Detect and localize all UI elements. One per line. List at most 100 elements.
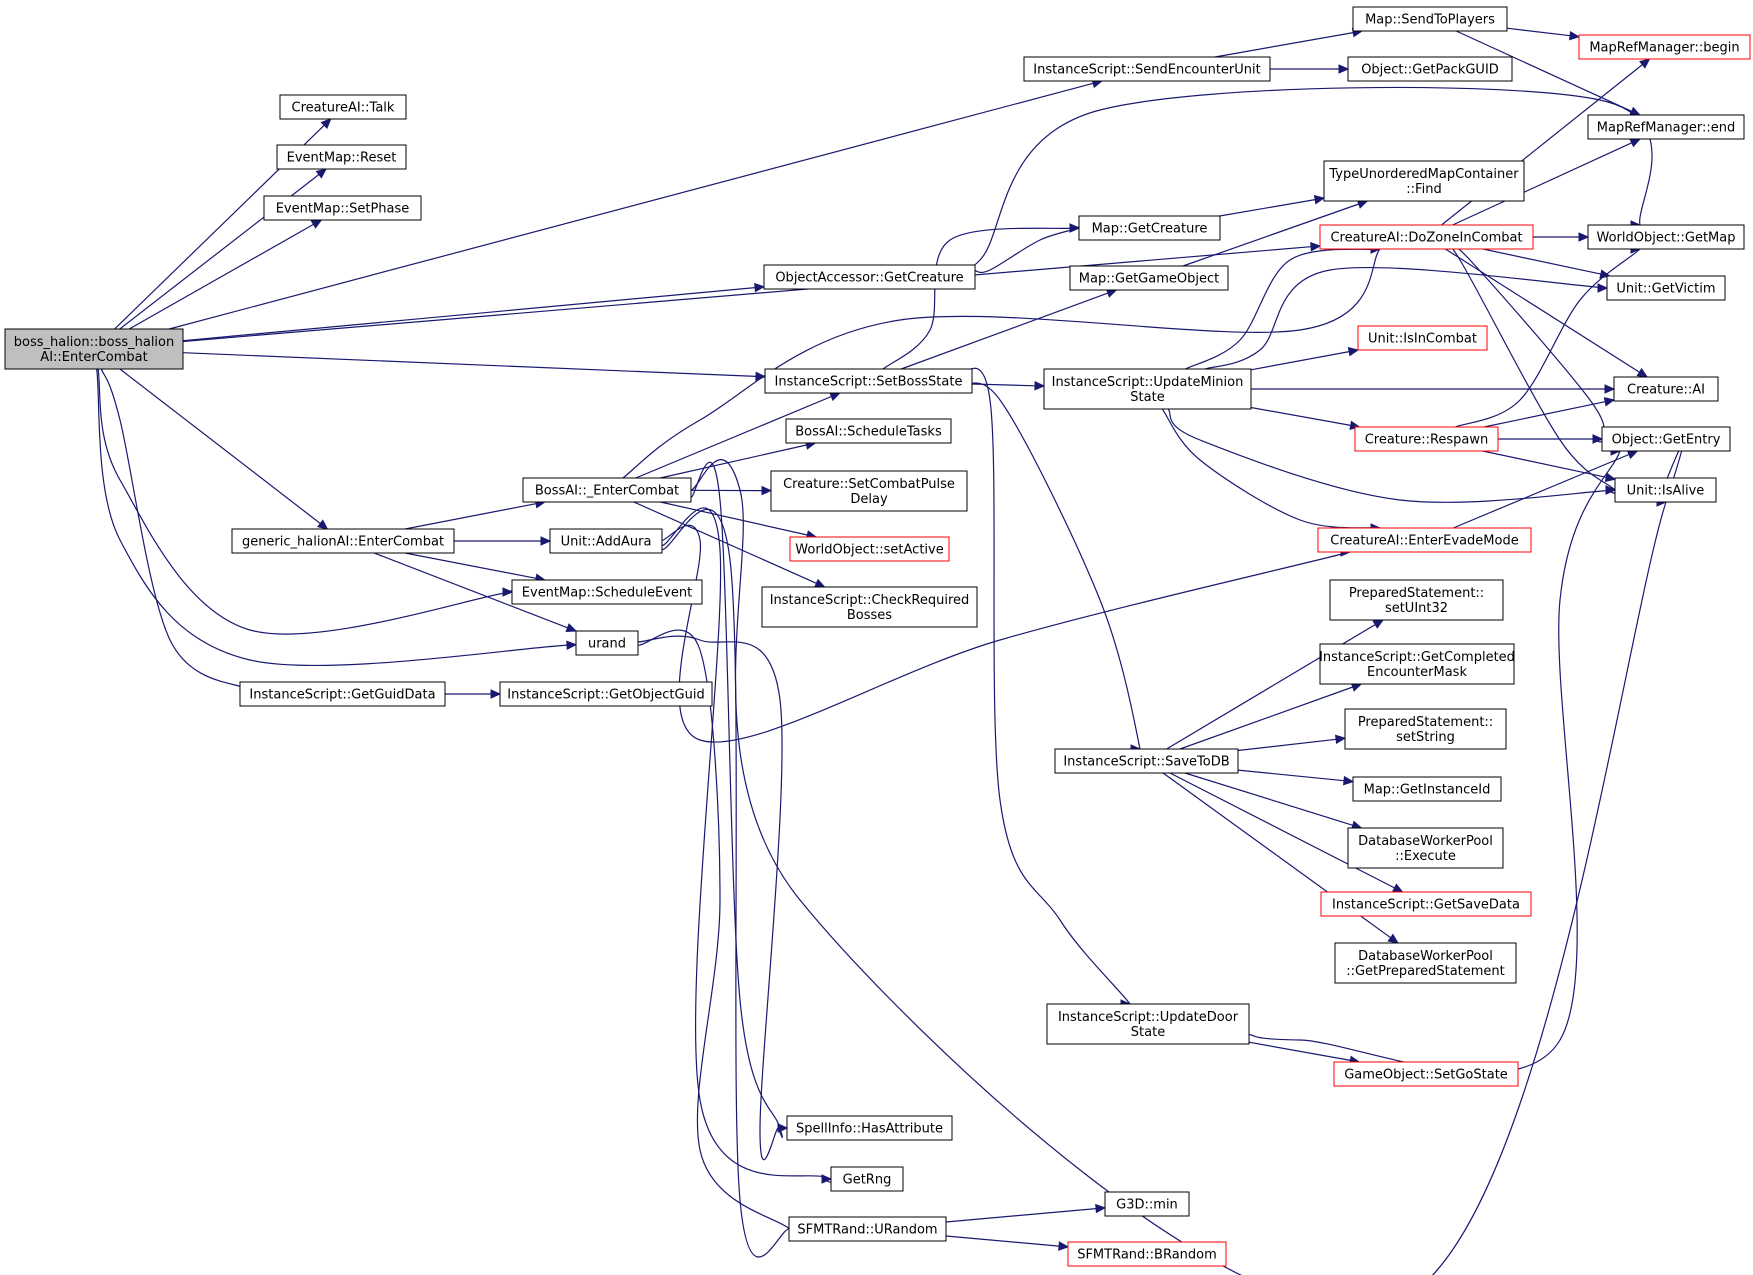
node-urandom[interactable]: SFMTRand::URandom	[788, 1216, 947, 1242]
node-box	[761, 586, 978, 628]
node-wo_getmap[interactable]: WorldObject::GetMap	[1587, 224, 1745, 250]
node-box	[1023, 56, 1271, 82]
node-root[interactable]: boss_halion::boss_halionAI::EnterCombat	[4, 328, 184, 370]
node-isincombat[interactable]: Unit::IsInCombat	[1357, 325, 1488, 351]
node-getcompleted[interactable]: InstanceScript::GetCompletedEncounterMas…	[1319, 643, 1515, 685]
node-setphase[interactable]: EventMap::SetPhase	[263, 195, 422, 221]
node-label: SFMTRand::URandom	[797, 1223, 937, 1238]
node-box	[1587, 114, 1745, 140]
arrowhead	[540, 536, 552, 546]
edge-savetodb-to-ps_setstring	[1237, 734, 1347, 752]
node-savetodb[interactable]: InstanceScript::SaveToDB	[1054, 748, 1239, 774]
edge-root-to-generic	[119, 368, 329, 530]
node-scheduleevent[interactable]: EventMap::ScheduleEvent	[511, 579, 703, 605]
node-label: InstanceScript::UpdateDoor	[1058, 1010, 1239, 1025]
arrowhead	[1034, 381, 1046, 391]
node-map_getcreature[interactable]: Map::GetCreature	[1078, 215, 1221, 241]
node-box	[830, 1166, 904, 1192]
node-oa_getcreature[interactable]: ObjectAccessor::GetCreature	[763, 264, 976, 290]
node-sendtoplayers[interactable]: Map::SendToPlayers	[1352, 6, 1508, 32]
arrowhead	[490, 689, 502, 699]
arrowhead	[1347, 347, 1360, 357]
node-getobjectguid[interactable]: InstanceScript::GetObjectGuid	[499, 681, 713, 707]
node-box	[1054, 748, 1239, 774]
node-label: setUInt32	[1385, 601, 1448, 616]
node-label: ::Find	[1406, 182, 1441, 197]
arrowhead	[565, 623, 578, 633]
node-label: InstanceScript::CheckRequired	[770, 593, 970, 608]
node-box	[785, 418, 952, 444]
node-setgostate[interactable]: GameObject::SetGoState	[1333, 1061, 1519, 1087]
node-getsavedata[interactable]: InstanceScript::GetSaveData	[1320, 891, 1532, 917]
node-ps_setstring[interactable]: PreparedStatement::setString	[1344, 708, 1507, 750]
node-getinstanceid[interactable]: Map::GetInstanceId	[1352, 776, 1502, 802]
node-isalive[interactable]: Unit::IsAlive	[1614, 477, 1717, 503]
node-label: InstanceScript::GetObjectGuid	[507, 688, 704, 703]
arrowhead	[1603, 397, 1616, 407]
node-generic[interactable]: generic_halionAI::EnterCombat	[231, 528, 455, 554]
node-talk[interactable]: CreatureAI::Talk	[279, 94, 407, 120]
node-addaura[interactable]: Unit::AddAura	[549, 528, 663, 554]
node-setactive[interactable]: WorldObject::setActive	[789, 536, 950, 562]
node-getvictim[interactable]: Unit::GetVictim	[1606, 275, 1726, 301]
node-reset[interactable]: EventMap::Reset	[276, 144, 407, 170]
edge-sendencounter-to-getpackguid	[1270, 64, 1350, 74]
node-sendencounter[interactable]: InstanceScript::SendEncounterUnit	[1023, 56, 1271, 82]
node-label: State	[1131, 1025, 1165, 1040]
edge-dozone-to-getvictim	[1482, 248, 1611, 279]
node-g3d_min[interactable]: G3D::min	[1104, 1191, 1190, 1217]
edge-updateminion-to-isincombat	[1250, 347, 1360, 371]
node-dozone[interactable]: CreatureAI::DoZoneInCombat	[1319, 224, 1534, 250]
node-mrm_begin[interactable]: MapRefManager::begin	[1578, 34, 1751, 60]
edge-root-to-setphase	[128, 219, 323, 330]
arrowhead	[1592, 434, 1604, 444]
edge-generic-to-addaura	[454, 536, 552, 546]
node-brandom[interactable]: SFMTRand::BRandom	[1067, 1241, 1227, 1267]
node-label: DatabaseWorkerPool	[1358, 949, 1493, 964]
arrowhead	[1058, 1241, 1070, 1251]
node-label: WorldObject::GetMap	[1597, 231, 1736, 246]
node-box	[1344, 708, 1507, 750]
node-box	[1347, 827, 1504, 869]
node-label: Map::SendToPlayers	[1365, 13, 1495, 28]
node-creature_ai[interactable]: Creature::AI	[1613, 376, 1719, 402]
node-getrng[interactable]: GetRng	[830, 1166, 904, 1192]
node-hasattribute[interactable]: SpellInfo::HasAttribute	[786, 1115, 953, 1141]
edge-updateminion-to-respawn	[1250, 406, 1361, 430]
node-ps_setuint32[interactable]: PreparedStatement::setUInt32	[1329, 579, 1504, 621]
node-bossai_enter[interactable]: BossAI::_EnterCombat	[522, 477, 692, 503]
node-label: Map::GetCreature	[1092, 222, 1208, 237]
node-enterevade[interactable]: CreatureAI::EnterEvadeMode	[1317, 527, 1532, 553]
node-map_getgameobject[interactable]: Map::GetGameObject	[1069, 265, 1229, 291]
node-box	[764, 368, 973, 394]
node-getentry[interactable]: Object::GetEntry	[1601, 426, 1731, 452]
arrowhead	[754, 282, 766, 293]
arrowhead	[1629, 106, 1641, 116]
edge-sendtoplayers-to-mrm_begin	[1506, 27, 1581, 41]
node-label: AI::EnterCombat	[40, 350, 147, 365]
arrowhead	[1636, 367, 1649, 378]
node-box	[1320, 891, 1532, 917]
node-label: Object::GetEntry	[1612, 433, 1721, 448]
node-mrm_end[interactable]: MapRefManager::end	[1587, 114, 1745, 140]
node-dbwp_getprepared[interactable]: DatabaseWorkerPool::GetPreparedStatement	[1334, 942, 1517, 984]
node-label: InstanceScript::GetGuidData	[249, 688, 435, 703]
node-getguiddata[interactable]: InstanceScript::GetGuidData	[239, 681, 446, 707]
node-scheduletasks[interactable]: BossAI::ScheduleTasks	[785, 418, 952, 444]
node-tumc_find[interactable]: TypeUnorderedMapContainer::Find	[1323, 160, 1525, 202]
node-getpackguid[interactable]: Object::GetPackGUID	[1347, 56, 1513, 82]
node-setbossstate[interactable]: InstanceScript::SetBossState	[764, 368, 973, 394]
node-label: TypeUnorderedMapContainer	[1328, 167, 1519, 182]
node-respawn[interactable]: Creature::Respawn	[1354, 426, 1499, 452]
node-dbwp_execute[interactable]: DatabaseWorkerPool::Execute	[1347, 827, 1504, 869]
edge-setbossstate-to-savetodb	[951, 382, 1142, 761]
node-label: InstanceScript::SendEncounterUnit	[1033, 63, 1260, 78]
node-box	[549, 528, 663, 554]
edge-root-to-scheduleevent	[97, 368, 528, 635]
node-urand[interactable]: urand	[575, 630, 639, 656]
edge-setbossstate-to-map_getgameobject	[900, 288, 1118, 370]
